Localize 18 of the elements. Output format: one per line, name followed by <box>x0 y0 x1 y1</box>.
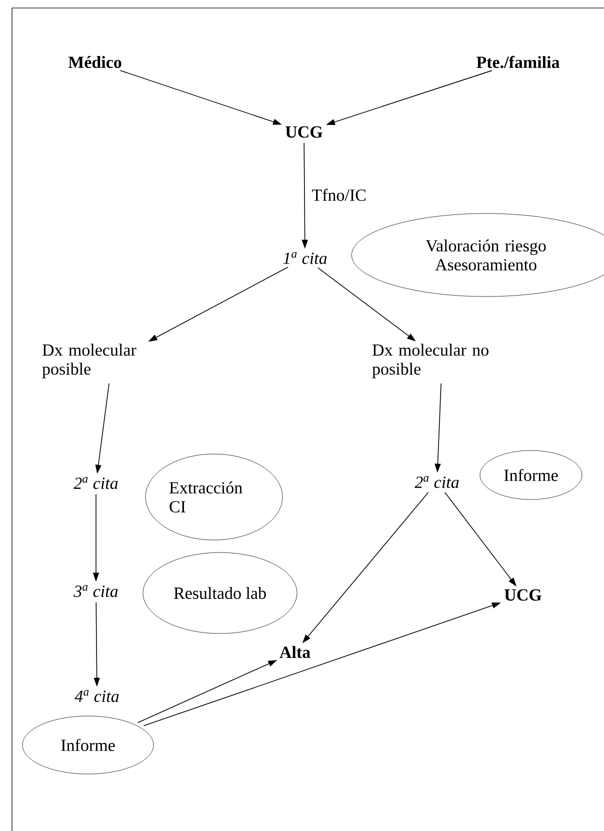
ellipse-note: Valoración riesgo Asesoramiento <box>351 213 604 297</box>
ellipse-note: Informe <box>22 716 154 774</box>
ellipse-note: Extracción CI <box>145 454 283 540</box>
ellipse-note: Informe <box>480 450 582 500</box>
step-label: UCG <box>504 589 542 601</box>
step-label: Pte./familia <box>476 56 560 68</box>
step-label: Dx molecular no posible <box>372 344 488 378</box>
ellipse-note: Resultado lab <box>142 552 298 634</box>
step-label: UCG <box>286 126 322 138</box>
step-label: 2$^{a}$ cita <box>414 476 459 488</box>
step-label: 4$^{a}$ cita <box>74 690 119 702</box>
step-label: Alta <box>280 646 310 658</box>
step-label: 2$^{a}$ cita <box>74 476 118 490</box>
edge-label: Tfno/IC <box>310 188 368 202</box>
step-label: 3$^{a}$ cita <box>74 584 118 598</box>
step-label: Dx molecular posible <box>42 344 136 378</box>
step-label: 1$^{a}$ cita <box>283 252 327 264</box>
step-label: Médico <box>68 56 122 68</box>
